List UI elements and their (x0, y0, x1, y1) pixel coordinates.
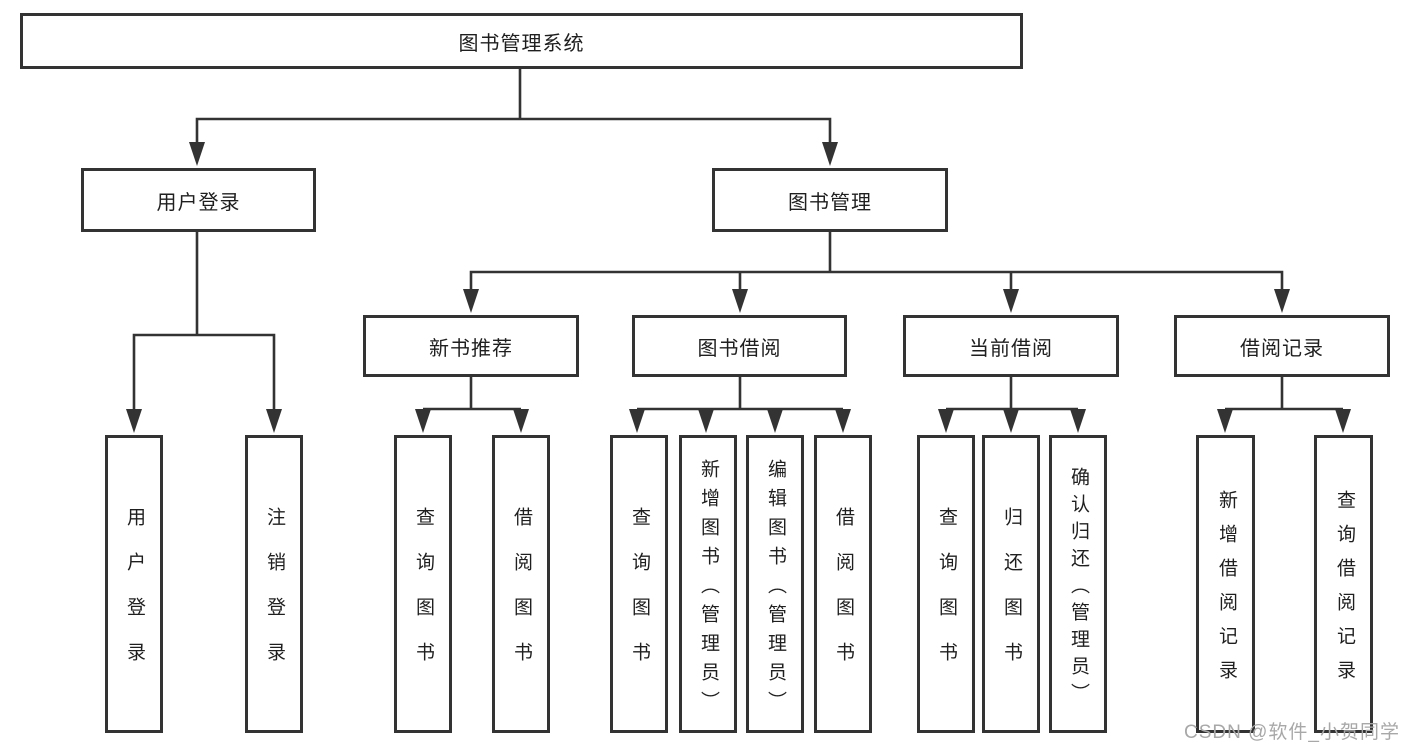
leaf-query-borrow-record: 查询借阅记录 (1314, 435, 1373, 733)
node-new-book-recommend: 新书推荐 (363, 315, 579, 377)
node-borrowing-records: 借阅记录 (1174, 315, 1390, 377)
leaf-confirm-return-admin: 确认归还（管理员） (1049, 435, 1107, 733)
leaf-borrow-books-recommend: 借阅图书 (492, 435, 550, 733)
leaf-user-login: 用户登录 (105, 435, 163, 733)
leaf-query-books-recommend: 查询图书 (394, 435, 452, 733)
node-book-management-branch: 图书管理 (712, 168, 948, 232)
leaf-borrow-books-borrowing: 借阅图书 (814, 435, 872, 733)
leaf-logout-login: 注销登录 (245, 435, 303, 733)
leaf-add-books-admin: 新增图书（管理员） (679, 435, 737, 733)
node-book-borrowing: 图书借阅 (632, 315, 847, 377)
leaf-edit-books-admin: 编辑图书（管理员） (746, 435, 804, 733)
node-root-system: 图书管理系统 (20, 13, 1023, 69)
node-user-login-branch: 用户登录 (81, 168, 316, 232)
leaf-return-books: 归还图书 (982, 435, 1040, 733)
leaf-query-books-borrowing: 查询图书 (610, 435, 668, 733)
node-current-borrowing: 当前借阅 (903, 315, 1119, 377)
watermark: CSDN @软件_小贺同学 (1184, 722, 1400, 743)
leaf-query-books-current: 查询图书 (917, 435, 975, 733)
leaf-add-borrow-record: 新增借阅记录 (1196, 435, 1255, 733)
arrowheads (126, 142, 1351, 433)
